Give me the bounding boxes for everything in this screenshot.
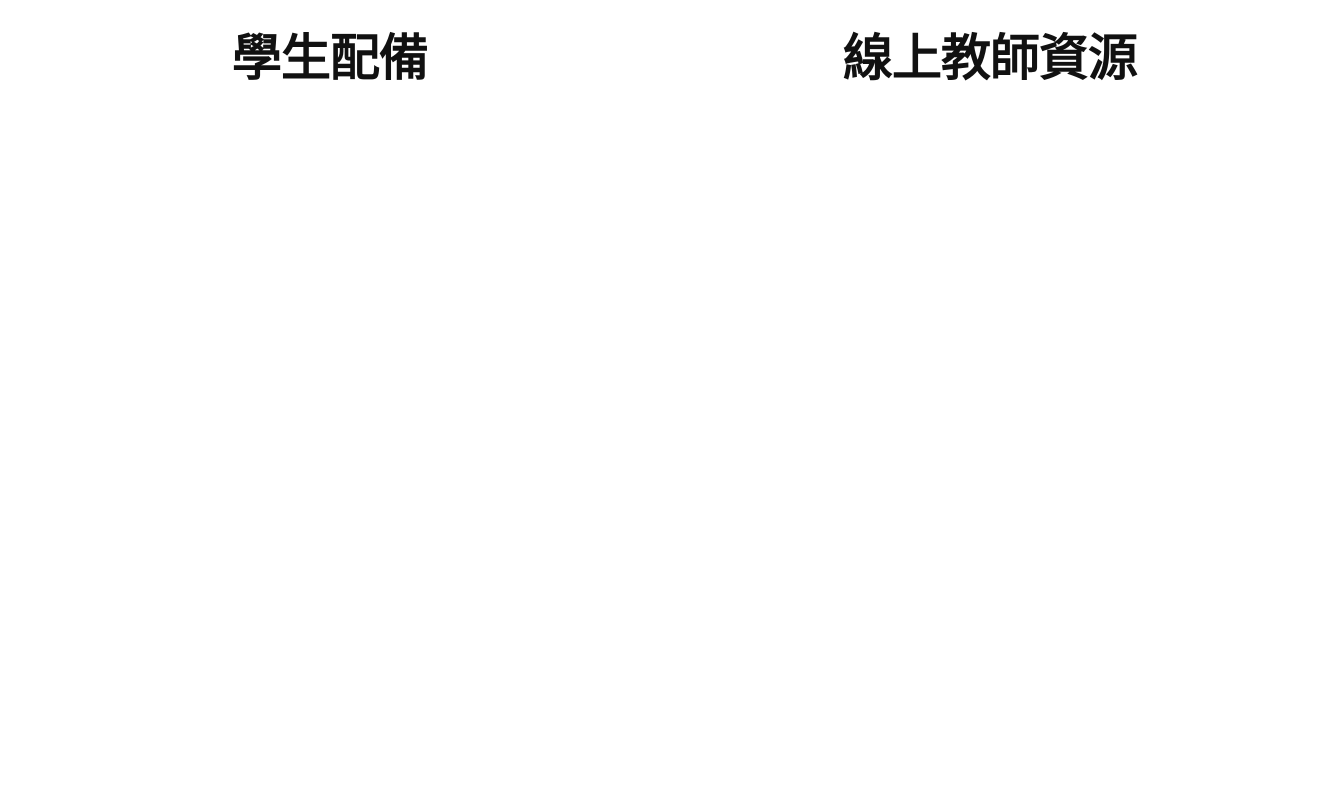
student-equipment-section: 學生配備 (0, 0, 663, 795)
online-teacher-resources-section: 線上教師資源 (663, 0, 1327, 795)
student-equipment-heading: 學生配備 (232, 29, 429, 87)
student-equipment-content (0, 110, 663, 795)
online-teacher-resources-content (663, 110, 1327, 795)
online-teacher-resources-heading: 線上教師資源 (843, 29, 1138, 87)
